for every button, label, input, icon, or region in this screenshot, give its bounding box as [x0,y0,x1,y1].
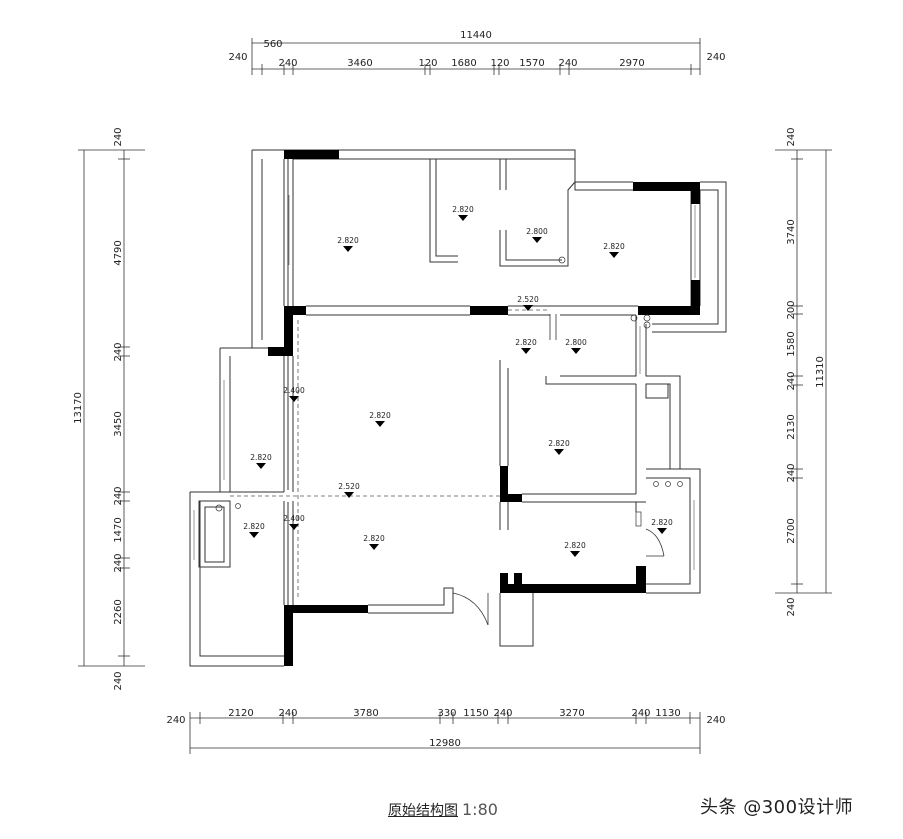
left-dimensions: 13170 240 4790 240 3450 240 1470 240 226… [73,127,124,690]
right-dim-5: 240 [786,371,797,390]
bottom-total-dim: 12980 [429,738,461,749]
height-marker: 2.820 [452,205,474,221]
doors [452,314,665,626]
height-label: 2.520 [338,482,360,491]
height-label: 2.820 [250,453,272,462]
height-marker: 2.400 [283,386,305,402]
height-marker: 2.800 [526,227,548,243]
bottom-dim-6: 1150 [463,708,488,719]
left-dim-8: 2260 [113,599,124,624]
height-marker: 2.800 [565,338,587,354]
height-marker: 2.820 [603,242,625,258]
bottom-dim-7: 240 [493,708,512,719]
top-dim-5: 120 [418,58,437,69]
height-marker: 2.820 [369,411,391,427]
left-dim-4: 3450 [113,411,124,436]
top-dimensions: 11440 240 560 240 3460 120 1680 120 1570… [228,30,725,69]
bottom-dimensions: 240 2120 240 3780 330 1150 240 3270 240 … [166,708,725,749]
right-dim-7: 240 [786,463,797,482]
height-label: 2.800 [565,338,587,347]
height-marker: 2.820 [515,338,537,354]
left-dim-5: 240 [113,486,124,505]
height-label: 2.820 [515,338,537,347]
top-dim-3: 240 [278,58,297,69]
height-label: 2.820 [603,242,625,251]
height-label: 2.820 [651,518,673,527]
bottom-dim-9: 240 [631,708,650,719]
top-dim-6: 1680 [451,58,476,69]
top-dim-2: 560 [263,39,282,50]
structural-columns [268,150,700,666]
right-dim-1: 240 [786,127,797,146]
height-marker: 2.520 [338,482,360,498]
ceiling-height-markers: 2.820 2.820 2.800 2.820 2.520 2.820 2.80… [243,205,673,557]
height-marker: 2.820 [363,534,385,550]
height-label: 2.820 [548,439,570,448]
bottom-dim-1: 240 [166,715,185,726]
right-dim-6: 2130 [786,414,797,439]
top-dim-7: 120 [490,58,509,69]
top-dim-11: 240 [706,52,725,63]
height-label: 2.400 [283,386,305,395]
left-dim-6: 1470 [113,517,124,542]
top-dim-10: 2970 [619,58,644,69]
height-marker: 2.820 [651,518,673,534]
left-dim-7: 240 [113,553,124,572]
fixtures [215,256,683,527]
right-dim-3: 200 [786,300,797,319]
height-label: 2.820 [369,411,391,420]
drawing-title-text: 原始结构图 [388,803,458,819]
height-label: 2.820 [337,236,359,245]
height-marker: 2.820 [243,522,265,538]
height-marker: 2.520 [517,295,539,311]
dashed-beams [230,309,548,600]
top-dim-8: 1570 [519,58,544,69]
height-label: 2.800 [526,227,548,236]
bottom-dim-4: 3780 [353,708,378,719]
left-dim-9: 240 [113,671,124,690]
bottom-dim-11: 240 [706,715,725,726]
left-dim-2: 4790 [113,240,124,265]
bottom-dim-5: 330 [437,708,456,719]
bottom-dim-10: 1130 [655,708,680,719]
watermark: 头条 @300设计师 [700,797,854,818]
wall-outlines [189,149,727,667]
height-label: 2.820 [243,522,265,531]
bottom-dim-8: 3270 [559,708,584,719]
right-dim-9: 240 [786,597,797,616]
drawing-scale: 1:80 [462,800,498,819]
left-total-dim: 13170 [73,392,84,424]
windows [193,195,696,570]
top-dim-4: 3460 [347,58,372,69]
left-dim-1: 240 [113,127,124,146]
height-marker: 2.400 [283,514,305,530]
height-label: 2.520 [517,295,539,304]
height-label: 2.400 [283,514,305,523]
dimension-lines [78,38,832,754]
bottom-dim-3: 240 [278,708,297,719]
height-marker: 2.820 [250,453,272,469]
top-dim-9: 240 [558,58,577,69]
height-label: 2.820 [452,205,474,214]
right-dim-4: 1580 [786,331,797,356]
top-total-dim: 11440 [460,30,492,41]
bottom-dim-2: 2120 [228,708,253,719]
height-marker: 2.820 [337,236,359,252]
right-dimensions: 11310 240 3740 200 1580 240 2130 240 270… [786,127,826,616]
left-dim-3: 240 [113,342,124,361]
right-dim-8: 2700 [786,518,797,543]
right-total-dim: 11310 [815,356,826,388]
height-label: 2.820 [564,541,586,550]
height-label: 2.820 [363,534,385,543]
height-marker: 2.820 [564,541,586,557]
right-dim-2: 3740 [786,219,797,244]
height-marker: 2.820 [548,439,570,455]
top-dim-1: 240 [228,52,247,63]
